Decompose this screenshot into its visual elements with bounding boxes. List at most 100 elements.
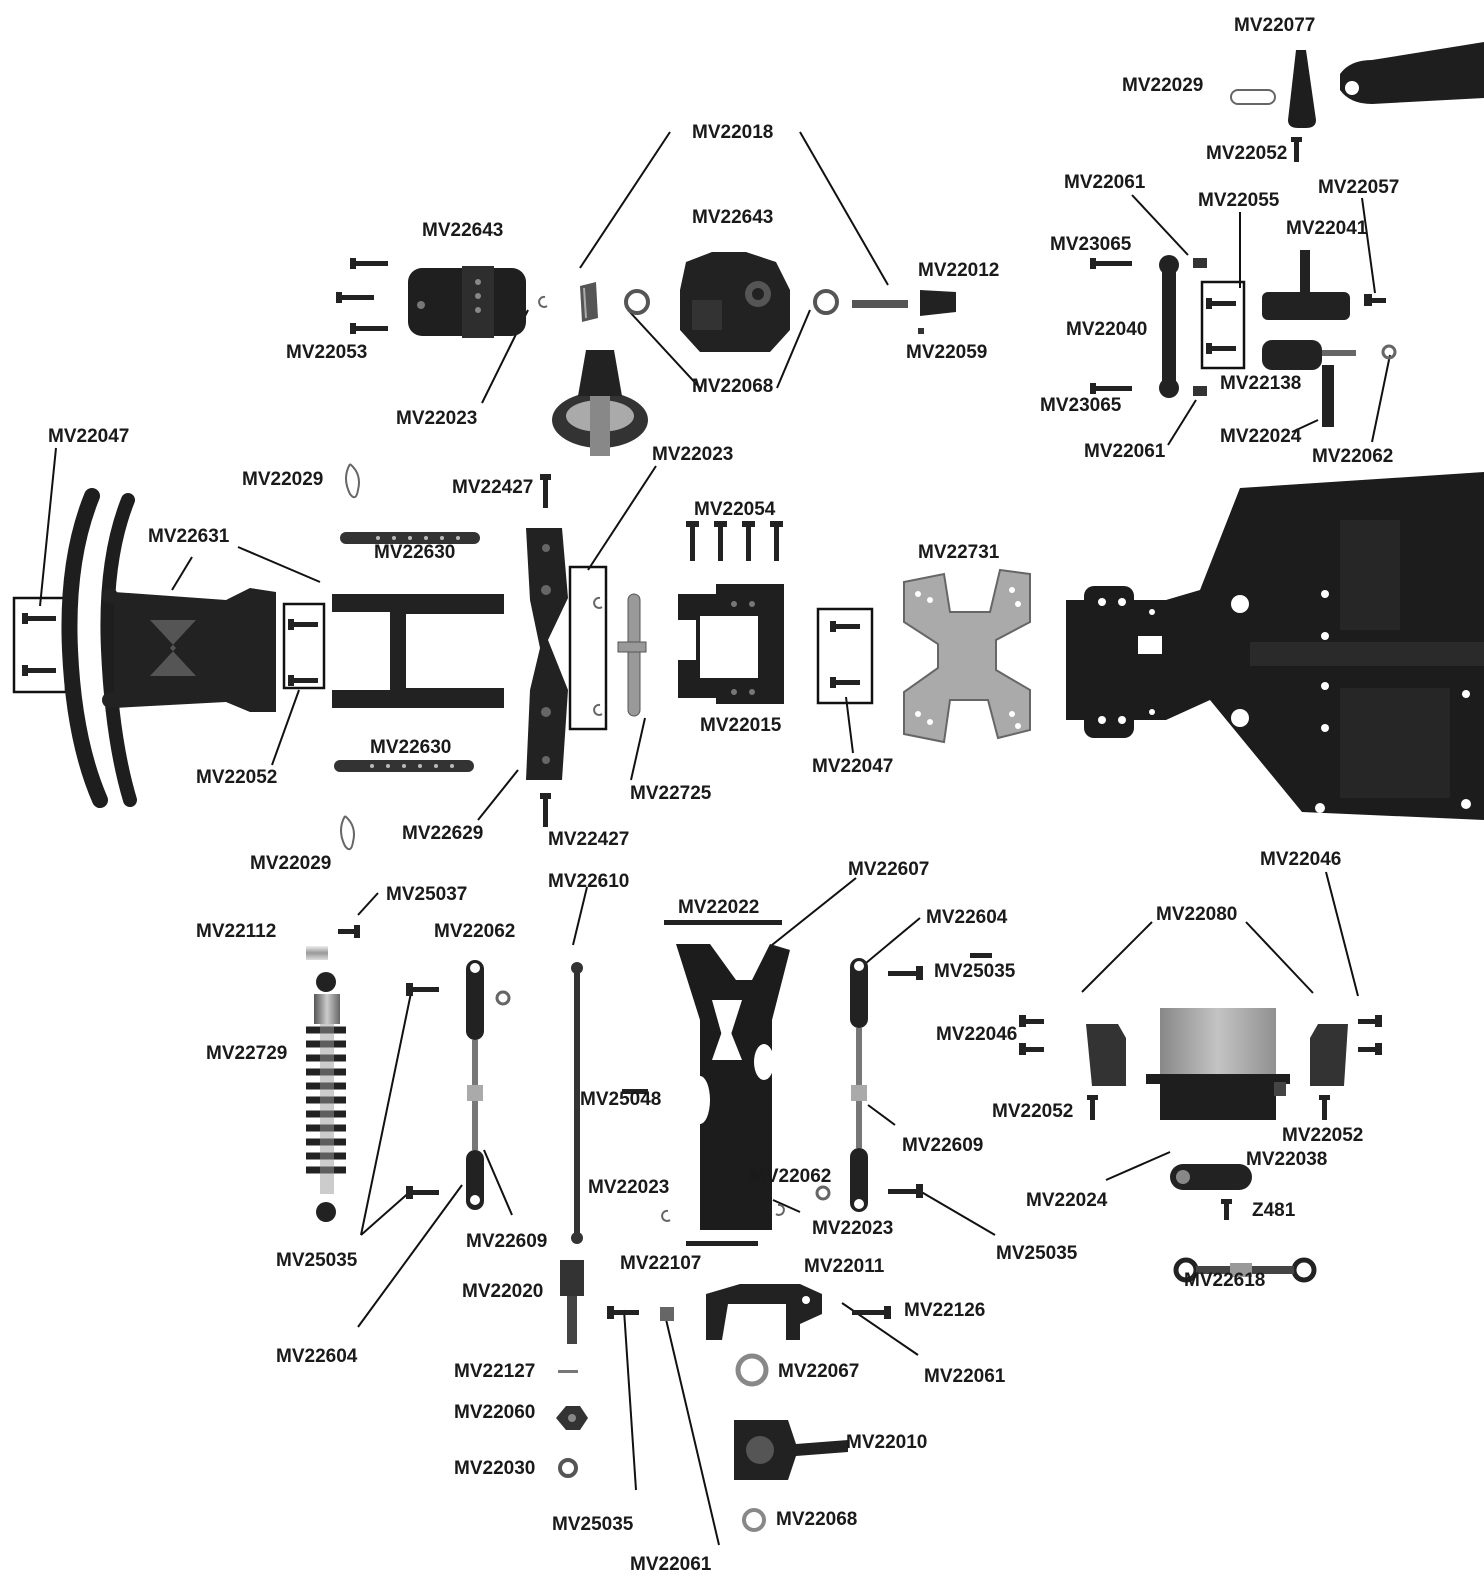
servo bbox=[1086, 1008, 1348, 1120]
hinge-pin-brace bbox=[617, 593, 647, 717]
part-label: MV22080 bbox=[1156, 904, 1238, 925]
part-label: MV22068 bbox=[692, 376, 774, 397]
part-label: MV22024 bbox=[1220, 426, 1302, 447]
differential bbox=[552, 350, 648, 456]
part-label: MV22610 bbox=[548, 871, 630, 892]
part-label: MV22029 bbox=[1122, 75, 1204, 96]
part-label: MV22052 bbox=[992, 1101, 1074, 1122]
bulkhead bbox=[678, 584, 784, 704]
knuckle-carrier bbox=[660, 1284, 822, 1340]
part-label: MV22427 bbox=[548, 829, 630, 850]
part-label: MV25035 bbox=[276, 1250, 358, 1271]
shock-tower-mount bbox=[526, 528, 568, 780]
servo-saver-arm bbox=[1288, 42, 1484, 128]
part-label: MV22023 bbox=[396, 408, 478, 429]
part-label: MV22059 bbox=[906, 342, 988, 363]
leader-lines bbox=[39, 131, 1391, 1546]
part-label: MV22725 bbox=[630, 783, 712, 804]
part-label: MV22015 bbox=[700, 715, 782, 736]
part-label: MV23065 bbox=[1040, 395, 1122, 416]
part-label: MV22729 bbox=[206, 1043, 288, 1064]
part-label: MV22030 bbox=[454, 1458, 536, 1479]
part-label: Z481 bbox=[1252, 1200, 1296, 1221]
part-label: MV22060 bbox=[454, 1402, 536, 1423]
part-label: MV22022 bbox=[678, 897, 760, 918]
part-label: MV22052 bbox=[1206, 143, 1288, 164]
gear-housing-right bbox=[680, 252, 790, 352]
part-label: MV25035 bbox=[996, 1243, 1078, 1264]
part-label: MV22040 bbox=[1066, 319, 1148, 340]
part-label: MV22011 bbox=[804, 1256, 885, 1277]
part-label: MV22077 bbox=[1234, 15, 1316, 36]
part-label: MV25035 bbox=[552, 1514, 634, 1535]
turnbuckle-right bbox=[850, 958, 868, 1212]
part-label: MV22604 bbox=[926, 907, 1008, 928]
part-label: MV22046 bbox=[1260, 849, 1342, 870]
part-label: MV22047 bbox=[812, 756, 894, 777]
clips bbox=[340, 89, 1276, 1222]
part-label: MV22138 bbox=[1220, 373, 1302, 394]
part-label: MV22630 bbox=[374, 542, 456, 563]
part-label: MV22427 bbox=[452, 477, 534, 498]
part-label: MV22731 bbox=[918, 542, 1000, 563]
front-bumper bbox=[61, 488, 276, 808]
part-label: MV22630 bbox=[370, 737, 452, 758]
turnbuckle-left bbox=[466, 960, 484, 1210]
part-label: MV22609 bbox=[902, 1135, 984, 1156]
part-label: MV22107 bbox=[620, 1253, 702, 1274]
part-label: MV22055 bbox=[1198, 190, 1280, 211]
part-label: MV22052 bbox=[1282, 1125, 1364, 1146]
part-label: MV22053 bbox=[286, 342, 368, 363]
part-label: MV22046 bbox=[936, 1024, 1018, 1045]
part-label: MV22018 bbox=[692, 122, 774, 143]
part-label: MV22062 bbox=[750, 1166, 832, 1187]
part-label: MV22062 bbox=[1312, 446, 1394, 467]
part-label: MV22618 bbox=[1184, 1270, 1266, 1291]
shock-absorber bbox=[306, 946, 346, 1222]
part-label: MV22057 bbox=[1318, 177, 1400, 198]
part-label: MV22029 bbox=[250, 853, 332, 874]
part-label: MV22020 bbox=[462, 1281, 544, 1302]
chassis-tub bbox=[1066, 472, 1484, 820]
lower-a-arm bbox=[676, 944, 790, 1230]
pinion-gear bbox=[580, 282, 598, 322]
part-label: MV22041 bbox=[1286, 218, 1368, 239]
part-label: MV25048 bbox=[580, 1089, 662, 1110]
part-label: MV22024 bbox=[1026, 1190, 1108, 1211]
part-label: MV22643 bbox=[692, 207, 774, 228]
part-label: MV22126 bbox=[904, 1300, 986, 1321]
part-label: MV22054 bbox=[694, 499, 776, 520]
bumper-mount-bar bbox=[332, 594, 504, 708]
gear-housing-left bbox=[408, 266, 526, 338]
part-label: MV22061 bbox=[1064, 172, 1146, 193]
part-label: MV22062 bbox=[434, 921, 516, 942]
part-label: MV22061 bbox=[924, 1366, 1006, 1387]
part-label: MV22127 bbox=[454, 1361, 536, 1382]
steering-knuckle bbox=[734, 1420, 848, 1480]
steering-link bbox=[1173, 1257, 1317, 1283]
part-label: MV22604 bbox=[276, 1346, 358, 1367]
part-label: MV22052 bbox=[196, 767, 278, 788]
part-label: MV25035 bbox=[934, 961, 1016, 982]
part-label: MV22012 bbox=[918, 260, 1000, 281]
part-label: MV22631 bbox=[148, 526, 230, 547]
part-label: MV22067 bbox=[778, 1361, 860, 1382]
part-label: MV22023 bbox=[588, 1177, 670, 1198]
part-label: MV22038 bbox=[1246, 1149, 1328, 1170]
part-label: MV22607 bbox=[848, 859, 930, 880]
part-label: MV22068 bbox=[776, 1509, 858, 1530]
part-label: MV22609 bbox=[466, 1231, 548, 1252]
part-label: MV22029 bbox=[242, 469, 324, 490]
part-label: MV22629 bbox=[402, 823, 484, 844]
part-label: MV22023 bbox=[812, 1218, 894, 1239]
output-shaft bbox=[852, 290, 956, 316]
part-label: MV22061 bbox=[630, 1554, 712, 1575]
shock-tower-plate bbox=[903, 568, 1031, 744]
part-label: MV22010 bbox=[846, 1432, 928, 1453]
part-label: MV22023 bbox=[652, 444, 734, 465]
part-label: MV25037 bbox=[386, 884, 468, 905]
washers bbox=[495, 289, 1397, 1532]
part-label: MV23065 bbox=[1050, 234, 1132, 255]
